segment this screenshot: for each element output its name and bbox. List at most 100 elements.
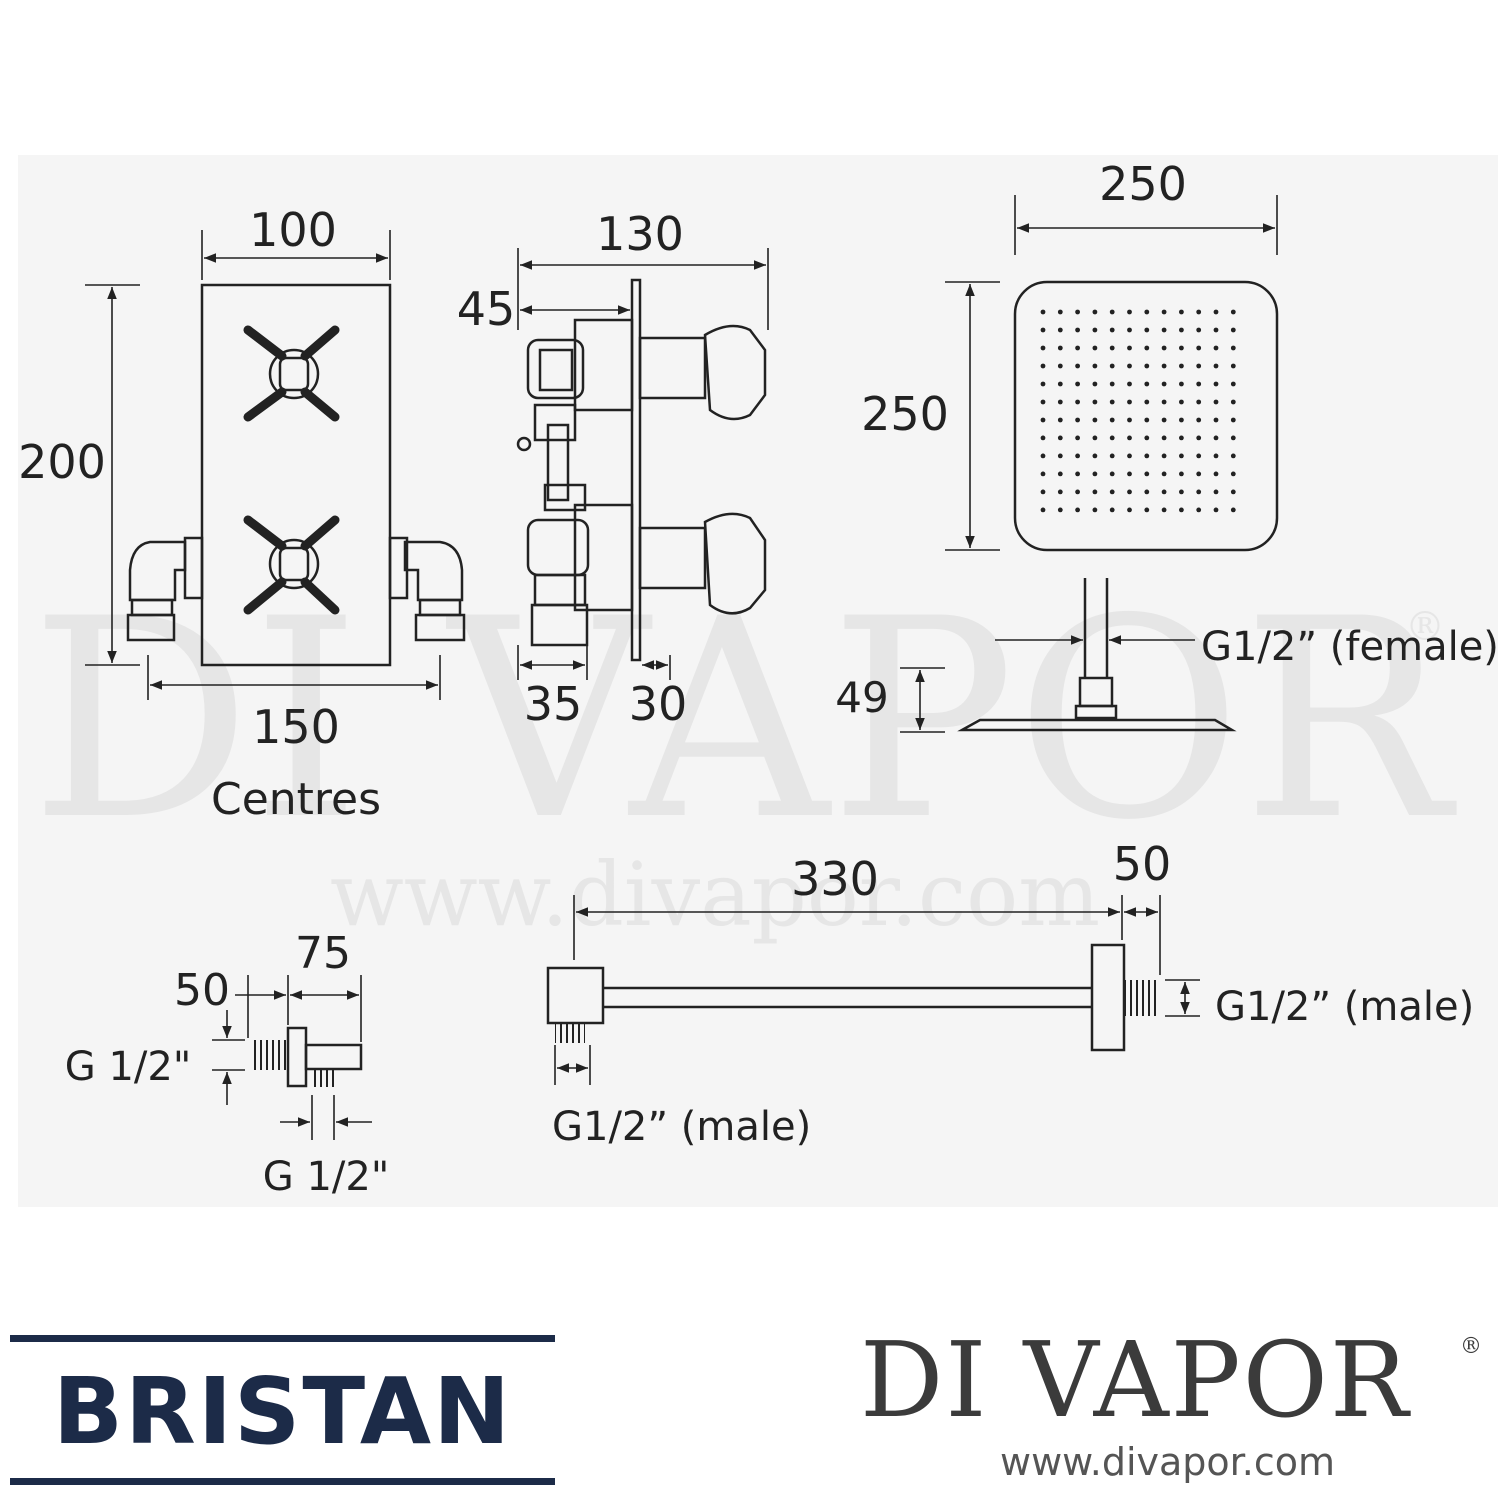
nozzle-dot <box>1092 381 1098 387</box>
dim-label-arm-thread-start: G1/2” (male) <box>552 1104 811 1150</box>
dim-label-valve-height: 200 <box>18 435 106 489</box>
nozzle-dot <box>1230 417 1236 423</box>
divapor-logo: DI VAPOR ® www.divapor.com <box>860 1320 1490 1495</box>
dim-label-head-connection: G1/2” (female) <box>1201 624 1499 670</box>
nozzle-dot <box>1196 327 1202 333</box>
nozzle-dot <box>1144 309 1150 315</box>
nozzle-dot <box>1092 453 1098 459</box>
nozzle-dot <box>1179 489 1184 495</box>
nozzle-dot <box>1196 453 1202 459</box>
valve-body-upper <box>573 318 634 412</box>
dim-label-side-depth: 130 <box>596 207 684 261</box>
dim-label-body-depth: 45 <box>457 282 516 336</box>
nozzle-dot <box>1057 489 1063 495</box>
nozzle-dot <box>1179 399 1184 405</box>
nozzle-dot <box>1144 327 1150 333</box>
watermark-reg-mark: ® <box>1405 604 1445 650</box>
nozzle-dot <box>1109 453 1115 459</box>
nozzle-dot <box>1213 507 1219 513</box>
inlet-fitting-right <box>388 536 466 642</box>
nozzle-dot <box>1040 507 1046 513</box>
nozzle-dot <box>1196 489 1202 495</box>
nozzle-dot <box>1161 345 1167 351</box>
nozzle-dot <box>1213 417 1219 423</box>
nozzle-dot <box>1057 399 1063 405</box>
nozzle-dot <box>1092 363 1098 369</box>
nozzle-dot <box>1075 417 1080 423</box>
nozzle-dot <box>1040 309 1046 315</box>
nozzle-dot <box>1075 489 1080 495</box>
nozzle-dot <box>1161 507 1167 513</box>
logo-rule-top <box>10 1335 555 1342</box>
nozzle-dot <box>1196 471 1202 477</box>
side-handle-upper <box>638 324 767 421</box>
nozzle-dot <box>1057 345 1063 351</box>
nozzle-dot <box>1196 507 1202 513</box>
nozzle-dot <box>1161 489 1167 495</box>
nozzle-dot <box>1179 309 1184 315</box>
nozzle-dot <box>1127 381 1132 387</box>
nozzle-dot <box>1230 435 1236 441</box>
nozzle-dot <box>1213 399 1219 405</box>
nozzle-dot <box>1109 345 1115 351</box>
nozzle-dot <box>1127 309 1132 315</box>
nozzle-dot <box>1179 327 1184 333</box>
nozzle-dot <box>1196 399 1202 405</box>
nozzle-dot <box>1040 435 1046 441</box>
dim-label-bottom-right: 30 <box>629 677 688 731</box>
nozzle-dot <box>1161 381 1167 387</box>
dim-label-elbow-thread-bottom: G 1/2" <box>263 1154 389 1200</box>
nozzle-dot <box>1213 309 1219 315</box>
nozzle-dot <box>1057 309 1063 315</box>
nozzle-dot <box>1075 453 1080 459</box>
nozzle-dot <box>1230 399 1236 405</box>
nozzle-dot <box>1213 471 1219 477</box>
nozzle-dot <box>1230 381 1236 387</box>
connector-upper <box>526 338 585 400</box>
nozzle-dot <box>1057 327 1063 333</box>
nozzle-dot <box>1161 453 1167 459</box>
valve-faceplate <box>200 283 392 667</box>
nozzle-dot <box>1230 507 1236 513</box>
nozzle-dot <box>1075 399 1080 405</box>
nozzle-dot <box>1230 309 1236 315</box>
nozzle-dot <box>1196 435 1202 441</box>
nozzle-dot <box>1057 381 1063 387</box>
nozzle-dot <box>1092 345 1098 351</box>
nozzle-dot <box>1109 381 1115 387</box>
nozzle-dot <box>1127 327 1132 333</box>
shower-nozzle-grid <box>1040 309 1236 513</box>
nozzle-dot <box>1179 363 1184 369</box>
nozzle-dot <box>1144 435 1150 441</box>
shower-arm <box>546 943 1160 1052</box>
watermark-brand: DI VAPOR <box>30 560 1458 880</box>
nozzle-dot <box>1092 417 1098 423</box>
nozzle-dot <box>1057 363 1063 369</box>
dim-label-bottom-left: 35 <box>524 677 583 731</box>
valve-body-lower <box>573 503 634 612</box>
dim-label-centres: Centres <box>211 774 381 825</box>
nozzle-dot <box>1109 363 1115 369</box>
nozzle-dot <box>1161 417 1167 423</box>
nozzle-dot <box>1109 489 1115 495</box>
dim-label-arm-length: 330 <box>791 852 879 906</box>
nozzle-dot <box>1179 345 1184 351</box>
nozzle-dot <box>1179 435 1184 441</box>
nozzle-dot <box>1144 417 1150 423</box>
nozzle-dot <box>1144 345 1150 351</box>
shower-head-plan <box>1013 280 1279 552</box>
valve-front-view <box>126 283 466 667</box>
dim-label-elbow-b: 75 <box>295 928 351 979</box>
nozzle-dot <box>1196 417 1202 423</box>
nozzle-dot <box>1075 309 1080 315</box>
logo-rule-bottom <box>10 1478 555 1485</box>
nozzle-dot <box>1127 507 1132 513</box>
valve-side-view <box>516 278 767 662</box>
side-handle-lower <box>638 512 767 615</box>
cross-handle-bottom <box>243 515 340 615</box>
nozzle-dot <box>1109 507 1115 513</box>
nozzle-dot <box>1040 489 1046 495</box>
nozzle-dot <box>1230 345 1236 351</box>
dim-label-arm-flange: 50 <box>1113 837 1172 891</box>
dim-label-head-width: 250 <box>1099 157 1187 211</box>
